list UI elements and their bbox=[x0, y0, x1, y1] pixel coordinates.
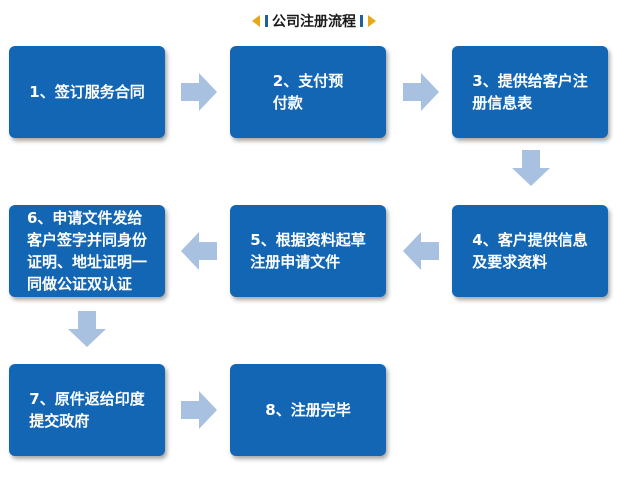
step-8-box: 8、注册完毕 bbox=[230, 364, 386, 456]
arrow-right-icon bbox=[181, 391, 217, 429]
step-5-box: 5、根据资料起草 注册申请文件 bbox=[230, 205, 386, 297]
title-bar-icon bbox=[265, 15, 268, 27]
step-8-label: 8、注册完毕 bbox=[265, 401, 351, 419]
step-5-label: 5、根据资料起草 注册申请文件 bbox=[250, 231, 366, 271]
step-4-label: 4、客户提供信息 及要求资料 bbox=[472, 231, 588, 271]
step-1-label: 1、签订服务合同 bbox=[29, 83, 145, 101]
left-triangle-icon bbox=[252, 15, 260, 27]
step-3-box: 3、提供给客户注 册信息表 bbox=[452, 46, 608, 138]
diagram-title-bar: 公司注册流程 bbox=[0, 10, 628, 32]
arrow-right-icon bbox=[403, 73, 439, 111]
title-bar-icon bbox=[360, 15, 363, 27]
step-2-box: 2、支付预 付款 bbox=[230, 46, 386, 138]
step-7-box: 7、原件返给印度 提交政府 bbox=[9, 364, 165, 456]
step-2-label: 2、支付预 付款 bbox=[272, 72, 344, 112]
step-6-label: 6、申请文件发给 客户签字并同身份 证明、地址证明一 同做公证双认证 bbox=[26, 209, 147, 293]
arrow-down-icon bbox=[512, 150, 550, 186]
right-triangle-icon bbox=[368, 15, 376, 27]
step-6-box: 6、申请文件发给 客户签字并同身份 证明、地址证明一 同做公证双认证 bbox=[9, 205, 165, 297]
arrow-down-icon bbox=[68, 311, 106, 347]
arrow-left-icon bbox=[181, 232, 217, 270]
step-4-box: 4、客户提供信息 及要求资料 bbox=[452, 205, 608, 297]
step-1-box: 1、签订服务合同 bbox=[9, 46, 165, 138]
step-3-label: 3、提供给客户注 册信息表 bbox=[472, 72, 588, 112]
diagram-title: 公司注册流程 bbox=[272, 14, 356, 30]
step-7-label: 7、原件返给印度 提交政府 bbox=[29, 390, 145, 430]
arrow-left-icon bbox=[403, 232, 439, 270]
arrow-right-icon bbox=[181, 73, 217, 111]
